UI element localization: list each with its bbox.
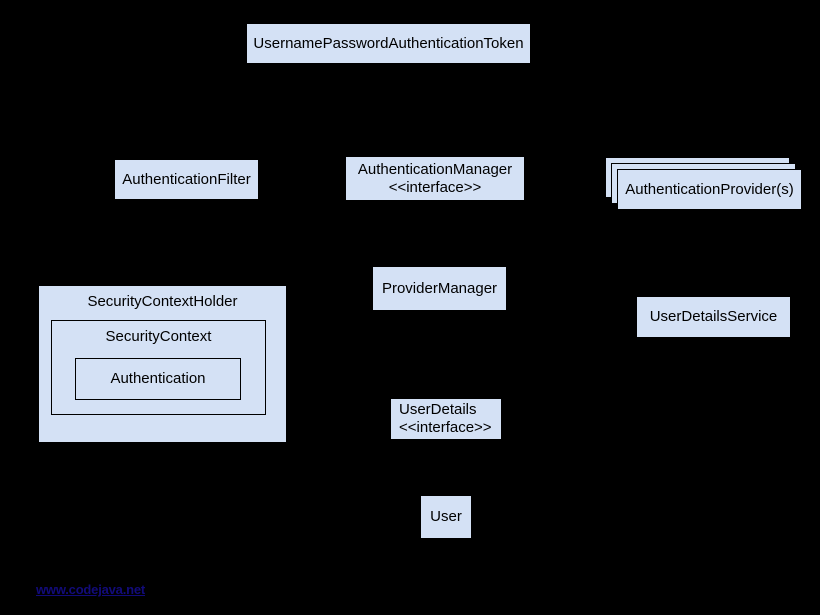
node-authentication[interactable]: Authentication: [75, 358, 241, 400]
node-security-context-holder-label: SecurityContextHolder: [87, 293, 238, 310]
node-user-details[interactable]: UserDetails <<interface>>: [390, 398, 502, 440]
footer-website-link[interactable]: www.codejava.net: [36, 582, 146, 597]
node-authentication-filter[interactable]: AuthenticationFilter: [114, 159, 259, 200]
node-user-details-service[interactable]: UserDetailsService: [636, 296, 791, 338]
node-provider-manager[interactable]: ProviderManager: [372, 266, 507, 311]
node-user[interactable]: User: [420, 495, 472, 539]
node-authentication-provider-stack[interactable]: AuthenticationProvider(s): [605, 157, 805, 212]
node-authentication-provider[interactable]: AuthenticationProvider(s): [617, 169, 802, 210]
node-authentication-manager[interactable]: AuthenticationManager <<interface>>: [345, 156, 525, 201]
node-username-password-authentication-token[interactable]: UsernamePasswordAuthenticationToken: [246, 23, 531, 64]
node-security-context-label: SecurityContext: [105, 328, 212, 345]
